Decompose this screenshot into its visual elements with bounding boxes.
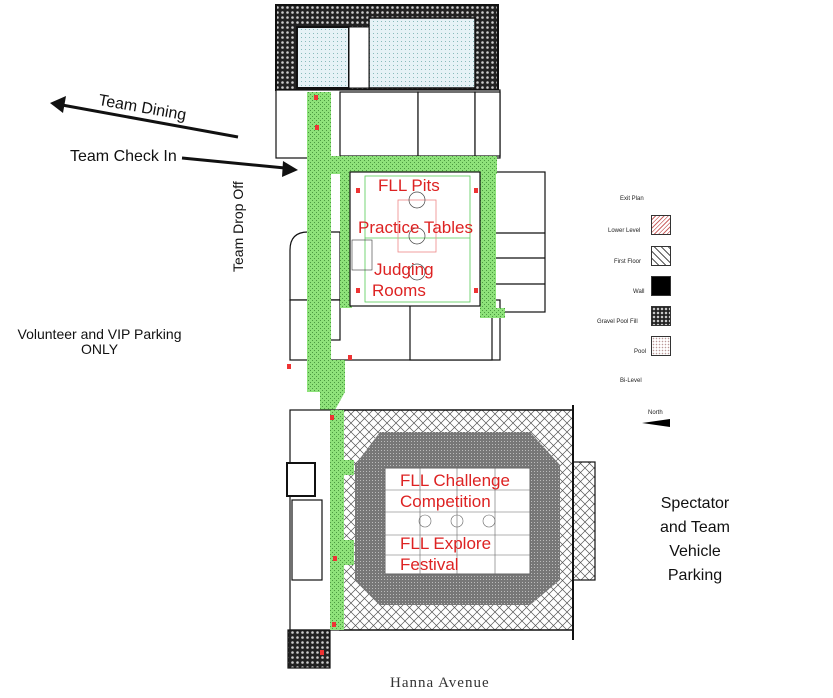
challenge-line2: Competition bbox=[400, 492, 491, 511]
challenge-line1: FLL Challenge bbox=[400, 471, 510, 490]
spectator-line4: Parking bbox=[667, 567, 723, 584]
volunteer-parking-line1: Volunteer and VIP Parking bbox=[17, 326, 182, 342]
wall-swatch bbox=[651, 276, 671, 296]
explore-line2: Festival bbox=[400, 555, 459, 574]
legend-gravel-pool-fill: Gravel Pool Fill bbox=[597, 319, 638, 325]
volunteer-parking-label: Volunteer and VIP Parking ONLY bbox=[12, 327, 187, 357]
explore-line1: FLL Explore bbox=[400, 534, 492, 553]
spectator-line3: Vehicle bbox=[669, 543, 721, 560]
area-practice-tables: Practice Tables bbox=[358, 218, 473, 237]
exit-route-upper bbox=[307, 92, 505, 410]
arena bbox=[339, 405, 596, 640]
legend-pool: Pool bbox=[634, 349, 647, 355]
area-fll-explore: FLL Explore Festival bbox=[400, 533, 491, 575]
pool-swatch bbox=[651, 336, 671, 356]
legend-title: Exit Plan bbox=[620, 196, 644, 202]
spectator-line1: Spectator bbox=[660, 495, 730, 512]
legend-north: North bbox=[648, 410, 663, 416]
exit-markers bbox=[287, 95, 478, 655]
area-judging-rooms: Judging Rooms bbox=[372, 259, 434, 301]
judging-line1: Judging bbox=[374, 260, 434, 279]
gravel-swatch bbox=[651, 306, 671, 326]
first-floor-swatch bbox=[651, 246, 671, 266]
spectator-line2: and Team bbox=[660, 519, 730, 536]
legend-wall: Wall bbox=[633, 289, 645, 295]
volunteer-parking-line2: ONLY bbox=[80, 341, 119, 357]
north-arrow-icon bbox=[642, 419, 670, 427]
gym bbox=[349, 171, 481, 307]
team-drop-off-label: Team Drop Off bbox=[230, 181, 246, 272]
legend-bi-level: Bi-Level bbox=[620, 378, 642, 384]
legend-first-floor: First Floor bbox=[614, 259, 641, 265]
legend-lower-level: Lower Level bbox=[608, 228, 641, 234]
team-check-in-label: Team Check In bbox=[70, 148, 177, 165]
area-fll-pits: FLL Pits bbox=[378, 176, 440, 195]
area-fll-challenge: FLL Challenge Competition bbox=[400, 470, 510, 512]
exit-route-lower bbox=[330, 410, 354, 630]
street-label: Hanna Avenue bbox=[390, 675, 490, 691]
arrow-team-dining bbox=[50, 96, 239, 139]
judging-line2: Rooms bbox=[372, 281, 426, 300]
pool-area bbox=[275, 4, 499, 91]
spectator-parking-label: Spectator and Team Vehicle Parking bbox=[645, 492, 745, 588]
arrow-team-check-in bbox=[181, 156, 298, 177]
lower-level-swatch bbox=[651, 215, 671, 235]
